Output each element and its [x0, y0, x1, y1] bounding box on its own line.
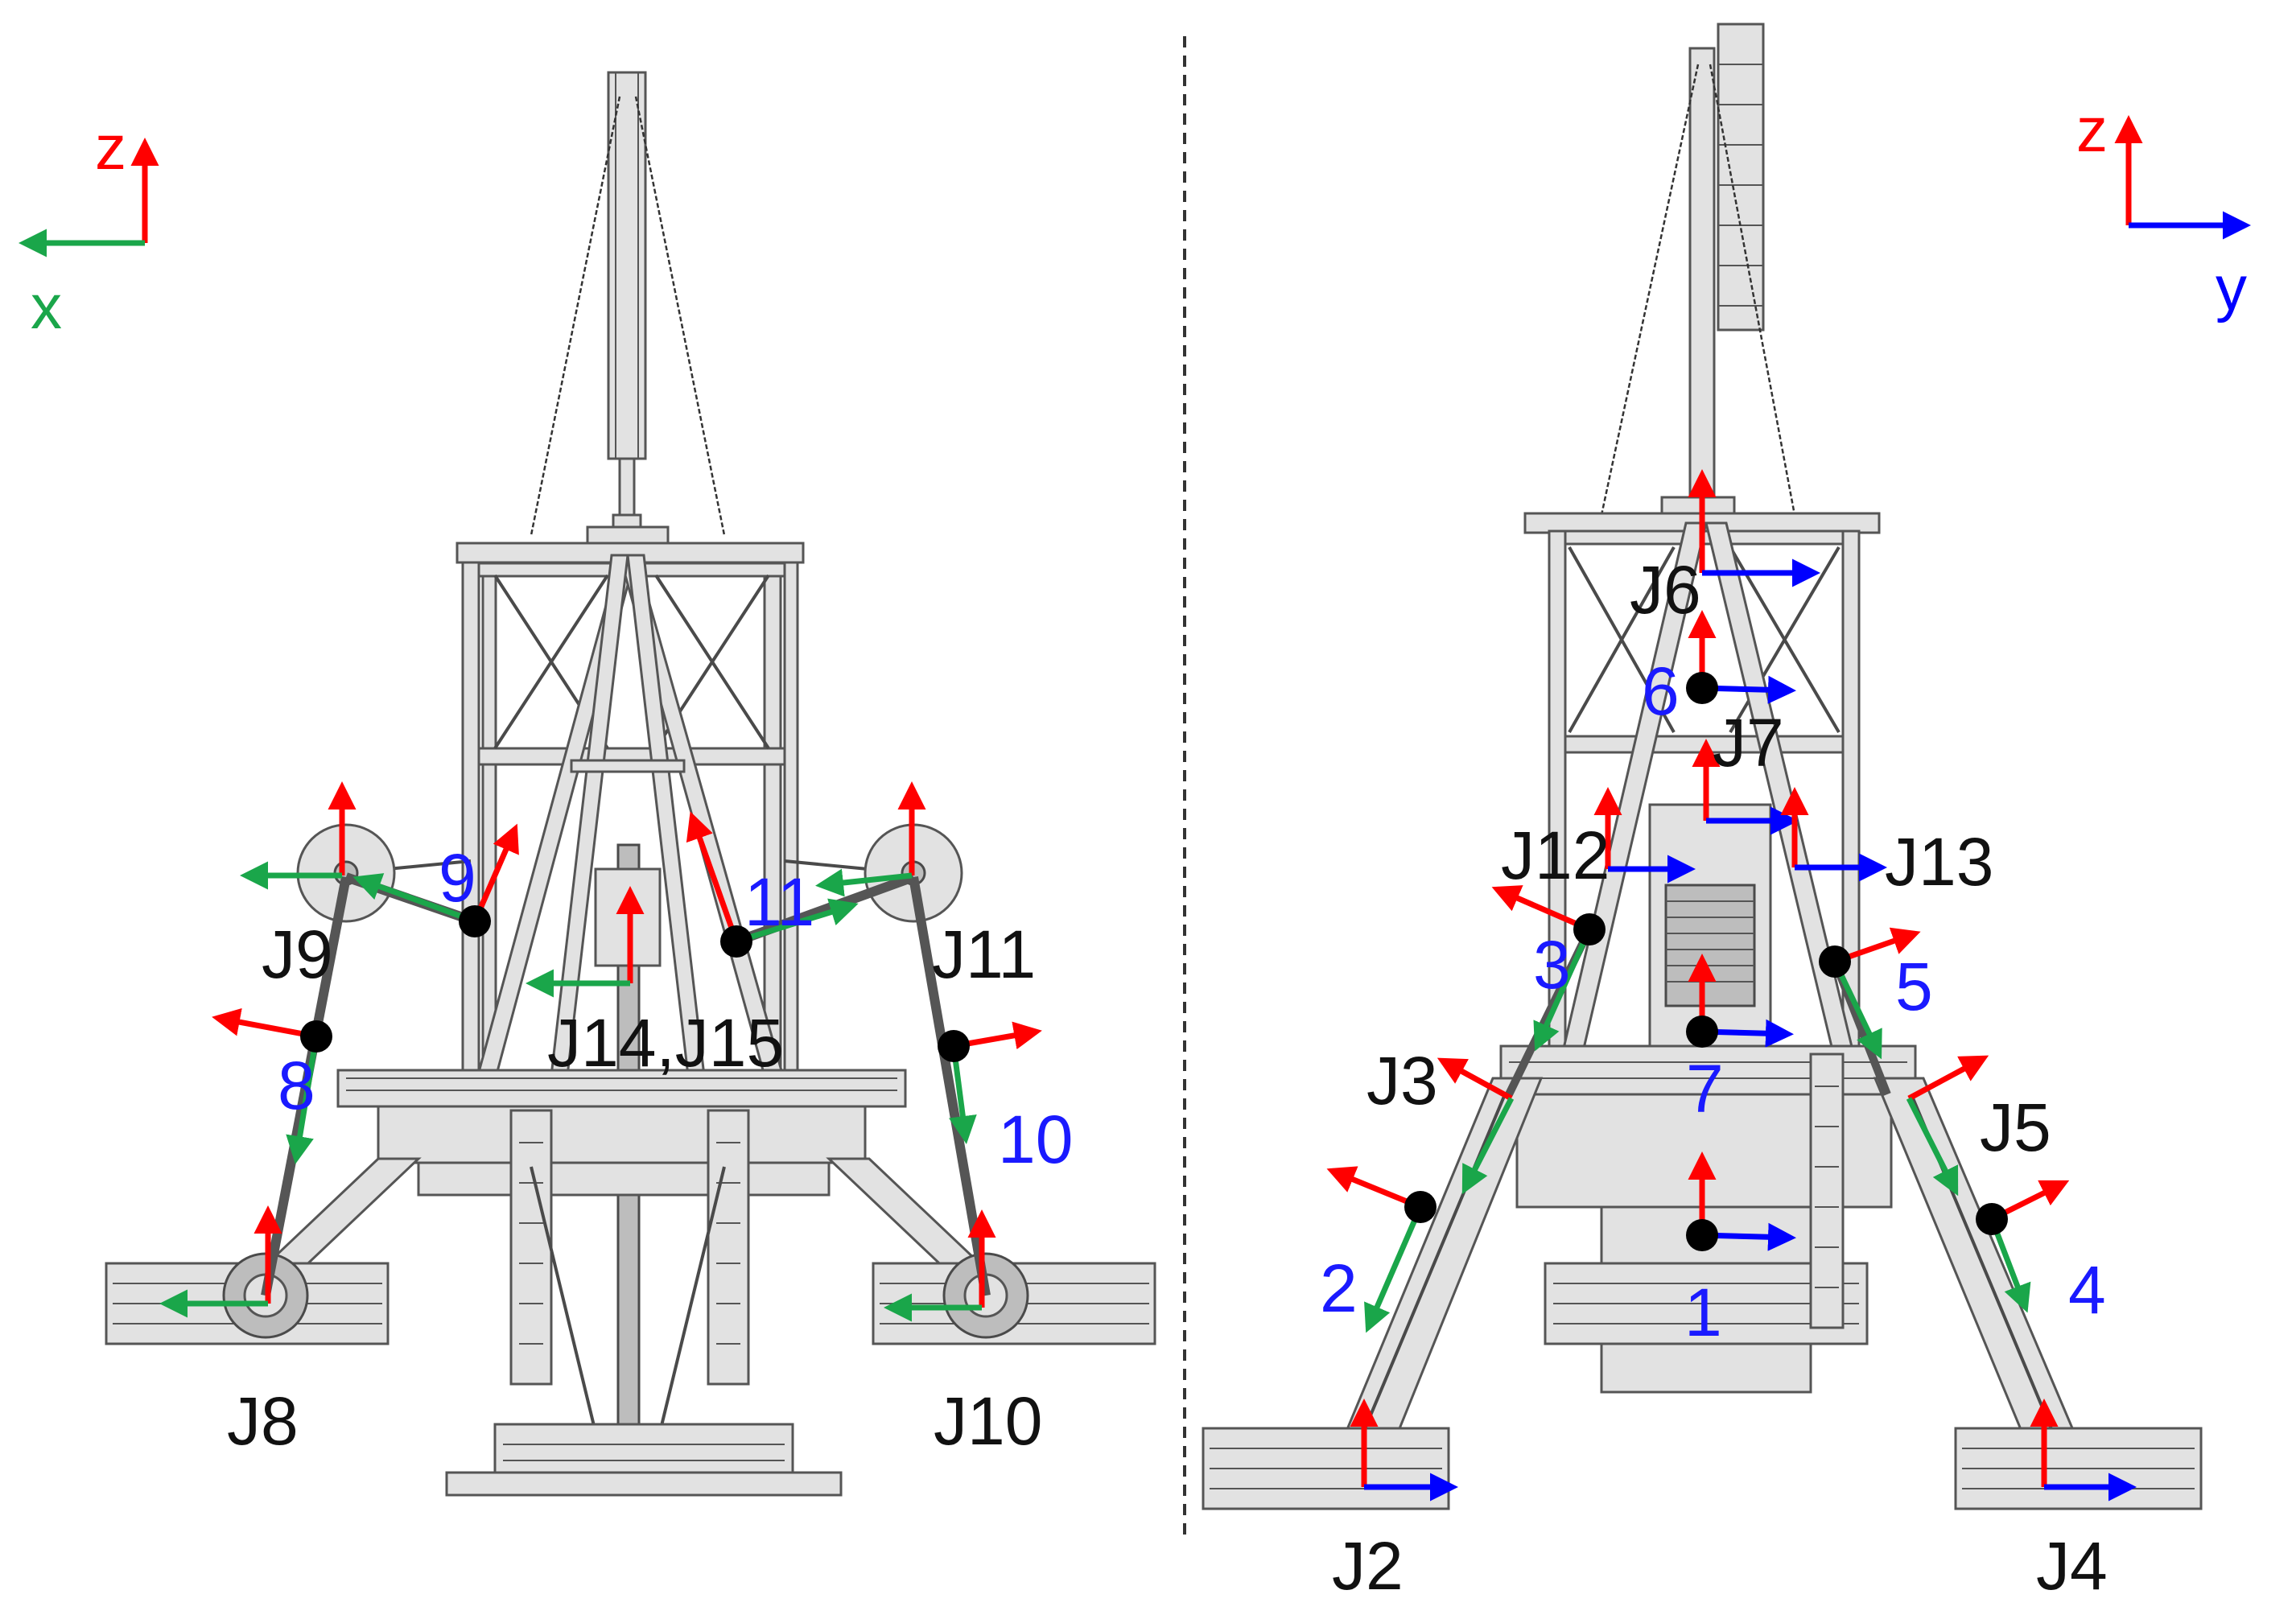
label-link7: 7 [1686, 1051, 1724, 1127]
label-link1: 1 [1684, 1275, 1722, 1350]
left-dot-link10 [938, 1030, 970, 1062]
label-j11: J11 [932, 917, 1036, 992]
label-link11: 11 [744, 864, 814, 940]
left-dot-link9 [459, 905, 491, 937]
label-j14-j15: J14,J15 [547, 1005, 784, 1081]
left-structure [105, 71, 1156, 1497]
label-j7: J7 [1713, 705, 1784, 781]
label-j13: J13 [1885, 824, 1993, 900]
right-axis-legend: z y [2076, 94, 2251, 323]
left-axis-legend: z x [19, 112, 159, 342]
label-j3: J3 [1366, 1043, 1438, 1118]
left-dot-link8 [300, 1020, 332, 1053]
right-dot-link1 [1686, 1219, 1718, 1251]
right-dot-link7 [1686, 1015, 1718, 1048]
right-joint-dots [1404, 672, 2008, 1251]
right-dot-link4 [1976, 1203, 2008, 1235]
right-dot-link2 [1404, 1191, 1437, 1223]
right-labels: J6 J7 J12 J13 J3 J5 J2 J4 6 3 5 7 2 4 1 [1320, 552, 2108, 1604]
label-link4: 4 [2068, 1252, 2106, 1328]
label-j4: J4 [2036, 1528, 2108, 1604]
left-x-label: x [31, 271, 62, 342]
label-j9: J9 [262, 917, 333, 992]
right-z-label: z [2076, 94, 2108, 165]
label-link9: 9 [439, 840, 476, 916]
right-dot-link5 [1819, 945, 1851, 978]
left-joint-dots [300, 905, 970, 1062]
right-dot-link6 [1686, 672, 1718, 704]
left-labels: J9 J11 J14,J15 J8 J10 9 11 8 10 [227, 840, 1073, 1459]
left-z-label: z [95, 112, 126, 183]
label-link3: 3 [1533, 927, 1571, 1003]
label-j10: J10 [934, 1383, 1042, 1459]
right-y-label: y [2216, 253, 2247, 323]
label-link5: 5 [1895, 949, 1933, 1024]
label-link6: 6 [1642, 653, 1680, 729]
label-j5: J5 [1980, 1090, 2051, 1165]
label-link8: 8 [278, 1048, 315, 1123]
label-j2: J2 [1332, 1528, 1404, 1604]
label-link2: 2 [1320, 1250, 1358, 1326]
right-dot-link3 [1573, 913, 1606, 945]
left-dot-link11 [720, 925, 752, 958]
label-j12: J12 [1501, 818, 1610, 893]
label-j8: J8 [227, 1383, 299, 1459]
label-link10: 10 [998, 1102, 1073, 1177]
label-j6: J6 [1630, 552, 1701, 628]
